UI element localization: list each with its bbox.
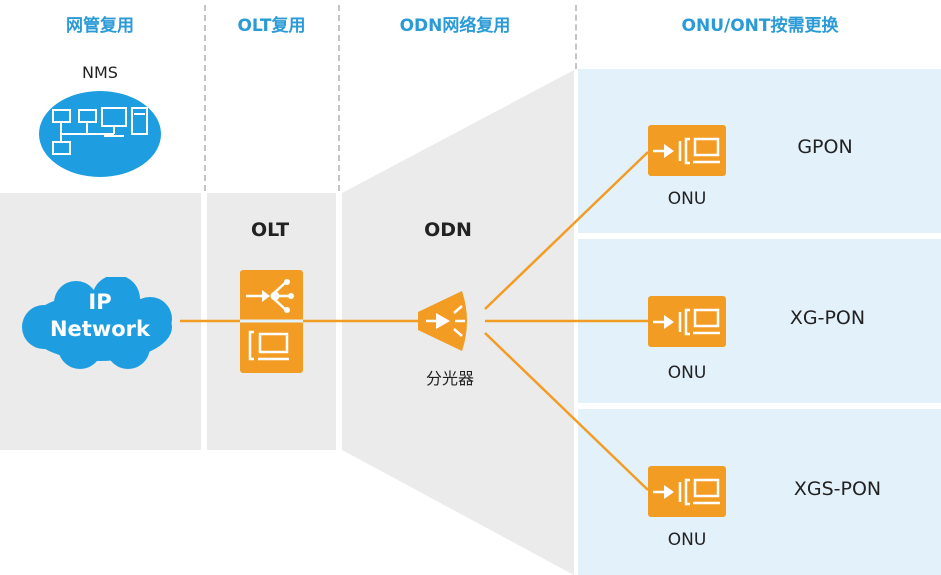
tech-label-gpon: GPON [797,136,853,158]
onu-panel-xgspon [578,409,941,575]
odn-label: ODN [424,219,472,241]
onu-device-icon [648,466,726,517]
tech-label-xgs-pon: XGS-PON [793,478,882,500]
onu-panel-gpon [578,69,941,233]
olt-device-icon [240,270,303,373]
olt-label: OLT [250,219,290,241]
separator-2 [338,5,340,191]
separator-3 [575,5,577,69]
network-management-icon [39,91,161,177]
nms-label: NMS [82,63,118,82]
ip-network-line1: IP [88,290,112,314]
tech-label-xg-pon: XG-PON [789,307,866,329]
header-nms-reuse: 网管复用 [66,16,134,36]
onu-label: ONU [667,530,707,550]
separator-1 [204,5,206,191]
onu-device-icon [648,296,726,347]
ip-network-line2: Network [49,317,150,341]
header-olt-reuse: OLT复用 [237,16,306,36]
splitter-label: 分光器 [425,369,474,388]
optical-splitter-icon [418,291,467,351]
ip-network-cloud-icon [22,277,172,369]
onu-device-icon [648,125,726,176]
header-onu-replace: ONU/ONT按需更换 [681,16,839,36]
onu-label: ONU [667,189,707,209]
header-odn-reuse: ODN网络复用 [399,16,511,36]
onu-label: ONU [667,363,707,383]
